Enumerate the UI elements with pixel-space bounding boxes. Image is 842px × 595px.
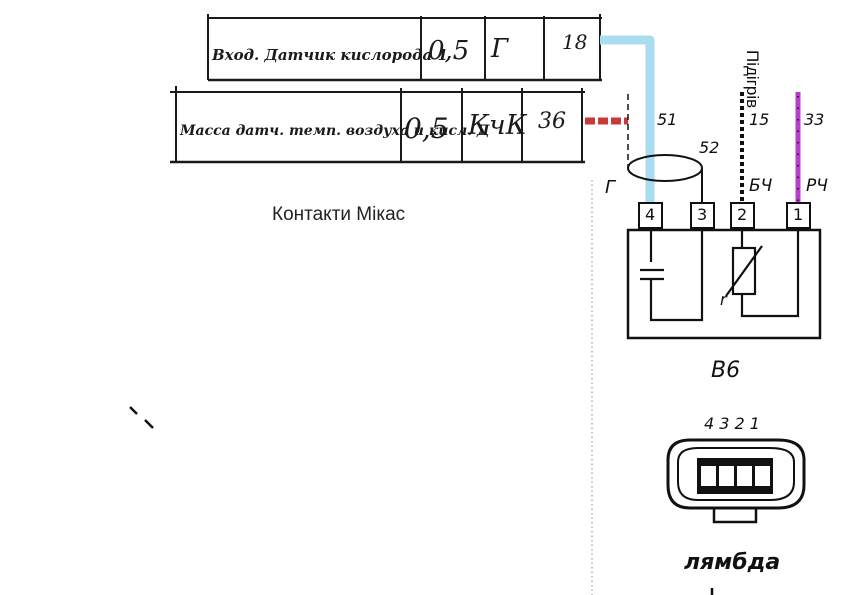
- pin-number-3: 3: [697, 205, 708, 224]
- table-row-2-frame: [170, 86, 585, 164]
- pin-number-2: 2: [737, 205, 748, 224]
- wire-label-52: 52: [699, 138, 720, 157]
- sensor-internals: [640, 228, 800, 322]
- row2-pin-number: 36: [538, 109, 566, 134]
- row2-wire-section: 0,5: [404, 112, 449, 145]
- row1-signal-name: Вход. Датчик кислорода 1: [212, 46, 448, 64]
- component-label-b6: B6: [711, 358, 741, 383]
- wire-color-rch: РЧ: [806, 176, 828, 196]
- connector-label-lambda: лямбда: [684, 550, 781, 575]
- shield-ellipse-52: [627, 154, 703, 182]
- row2-wire-color: КчК: [468, 110, 527, 141]
- wire-color-bch: БЧ: [749, 176, 773, 196]
- wire-label-15: 15: [749, 110, 770, 129]
- wire-label-51: 51: [657, 110, 678, 129]
- row1-wire-section: 0,5: [428, 36, 470, 66]
- wire-color-g: Г: [605, 177, 616, 198]
- table-row-1-frame: [207, 14, 602, 82]
- connector-drawing: [666, 438, 806, 524]
- sensor-body: [626, 228, 822, 340]
- row2-signal-name: Масса датч. темп. воздуха и кисл. Д: [180, 123, 490, 139]
- pin-boxes: [638, 202, 811, 229]
- resistor-label: r: [720, 290, 727, 309]
- pin-number-4: 4: [645, 205, 656, 224]
- heating-label: Підігрів: [743, 50, 762, 109]
- diagram-caption: Контакти Мікас: [272, 204, 406, 225]
- stray-marks: [129, 406, 714, 595]
- row1-pin-number: 18: [562, 30, 588, 54]
- connector-pin-numbers: 4 3 2 1: [704, 414, 760, 433]
- wire-label-33: 33: [804, 110, 825, 129]
- signal-wire-18: [600, 35, 655, 204]
- row1-wire-color: Г: [491, 34, 509, 64]
- pin-number-1: 1: [793, 205, 804, 224]
